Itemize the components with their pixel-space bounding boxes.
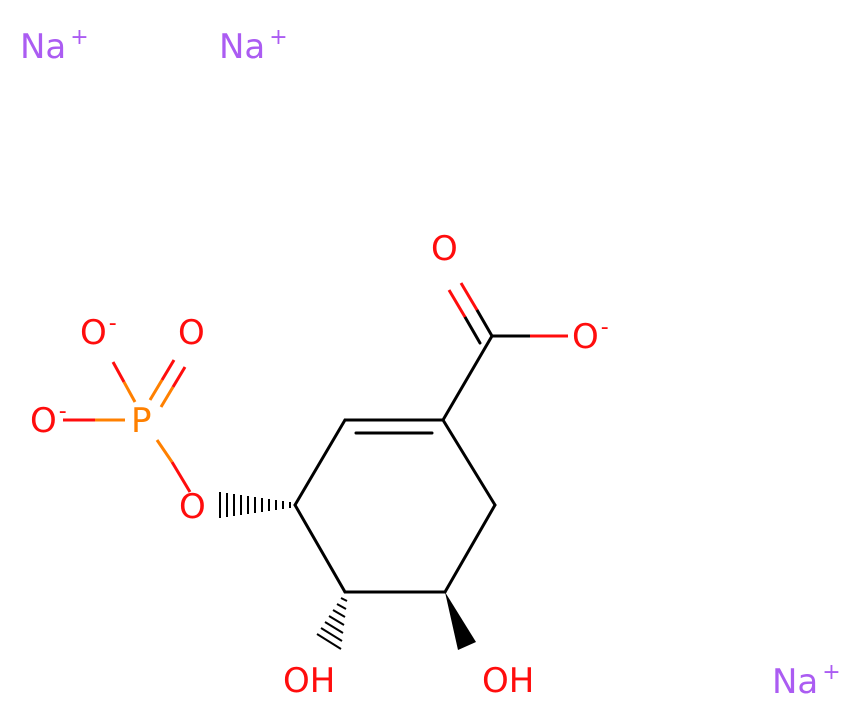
phosphate-oxygen-double: O [178, 313, 205, 353]
phosphate-oxygen-left: O- [30, 399, 67, 441]
phosphate-oxygen-top: O- [80, 311, 117, 353]
bond-c-o-double-a-red [459, 282, 479, 311]
bond-c5-c6 [443, 503, 497, 594]
hydroxyl-right-solid-wedge [445, 592, 476, 650]
bond-c-o-double-a [475, 308, 494, 338]
hydroxyl-left-hashed-wedge [316, 597, 348, 650]
bond-p-o-double-a-red [160, 359, 176, 381]
bond-p-o-double-a [148, 379, 164, 401]
bond-c-o-double-b [463, 315, 482, 345]
hydroxyl-right: OH [482, 661, 534, 701]
ring-bonds [293, 418, 497, 594]
bond-c-o-double-b-red [447, 289, 467, 318]
sodium-ion-2: Na+ [219, 25, 288, 67]
bond-c3-c4 [293, 503, 347, 594]
bond-p-o-double-b [159, 386, 175, 408]
bond-o-p-ester-orange [155, 439, 174, 463]
bond-p-o-top-orange [122, 381, 137, 403]
sodium-ion-3: Na+ [772, 660, 841, 702]
sodium-ion-1: Na+ [20, 25, 89, 67]
bond-o-p-ester-red [170, 461, 192, 493]
ester-hashed-wedge [219, 492, 291, 518]
carboxylate-oxygen: O- [572, 315, 609, 357]
carboxylate-group [441, 282, 568, 422]
hydroxyl-left: OH [283, 661, 335, 701]
bond-c1-ccarboxyl [441, 334, 494, 422]
phosphorus-atom: P [131, 401, 152, 441]
bond-c6-c1 [441, 418, 497, 507]
bond-p-o-double-b-red [171, 366, 187, 388]
bond-p-o-top-red [111, 361, 126, 383]
phosphate-bonds [63, 359, 192, 493]
carbonyl-oxygen: O [431, 229, 458, 269]
ester-oxygen: O [179, 487, 206, 527]
bond-c2-c3 [293, 418, 347, 507]
